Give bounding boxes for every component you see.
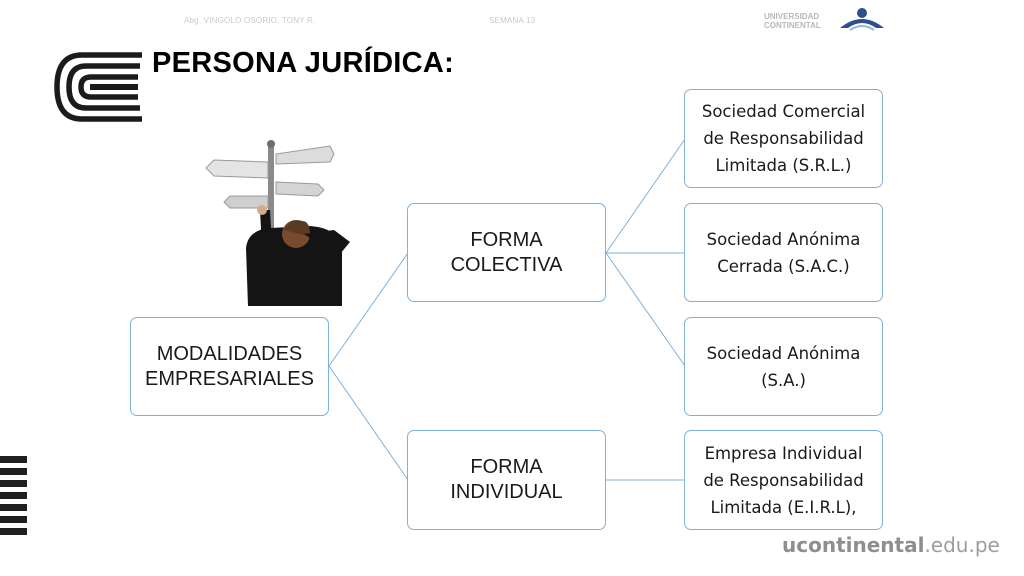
leaf-node-sac: Sociedad Anónima Cerrada (S.A.C.): [684, 203, 883, 302]
footer-brand: ucontinental: [782, 533, 925, 557]
leaf-node-sa: Sociedad Anónima (S.A.): [684, 317, 883, 416]
stripe: [0, 468, 27, 475]
root-node-label: MODALIDADES EMPRESARIALES: [145, 342, 314, 390]
connector-collective-sa: [605, 252, 686, 367]
connector-root-collective: [328, 252, 409, 367]
footer-website: ucontinental.edu.pe: [782, 533, 1000, 557]
university-name: UNIVERSIDAD CONTINENTAL: [764, 12, 821, 30]
slide-title: PERSONA JURÍDICA:: [152, 47, 455, 79]
leaf-sac-label: Sociedad Anónima Cerrada (S.A.C.): [706, 229, 861, 276]
university-emblem-icon: [840, 8, 884, 31]
footer-domain: .edu.pe: [924, 533, 1000, 557]
connector-root-individual: [328, 365, 409, 481]
leaf-eirl-label: Empresa Individual de Responsabilidad Li…: [703, 443, 864, 517]
continental-logo-icon: [54, 52, 142, 122]
stripe: [0, 504, 27, 511]
leaf-sa-label: Sociedad Anónima (S.A.): [706, 343, 861, 390]
signpost-illustration: [205, 140, 350, 306]
university-name-line1: UNIVERSIDAD: [764, 12, 820, 21]
stripe: [0, 516, 27, 523]
week-label: SEMANA 13: [489, 16, 536, 25]
connector-collective-srl: [605, 138, 686, 254]
leaf-srl-label: Sociedad Comercial de Responsabilidad Li…: [701, 102, 866, 175]
stripe: [0, 492, 27, 499]
root-node-modalidades: MODALIDADES EMPRESARIALES: [130, 317, 329, 416]
stripe: [0, 456, 27, 463]
branch-node-collective: FORMA COLECTIVA: [407, 203, 606, 302]
branch-individual-label: FORMA INDIVIDUAL: [450, 456, 563, 503]
author-label: Abg. VINGOLO OSORIO, TONY R.: [184, 16, 316, 25]
branch-node-individual: FORMA INDIVIDUAL: [407, 430, 606, 530]
leaf-node-srl: Sociedad Comercial de Responsabilidad Li…: [684, 89, 883, 188]
side-stripes-decoration: [0, 456, 27, 540]
branch-collective-label: FORMA COLECTIVA: [450, 228, 563, 276]
stripe: [0, 528, 27, 535]
leaf-node-eirl: Empresa Individual de Responsabilidad Li…: [684, 430, 883, 530]
stripe: [0, 480, 27, 487]
university-name-line2: CONTINENTAL: [764, 21, 821, 30]
